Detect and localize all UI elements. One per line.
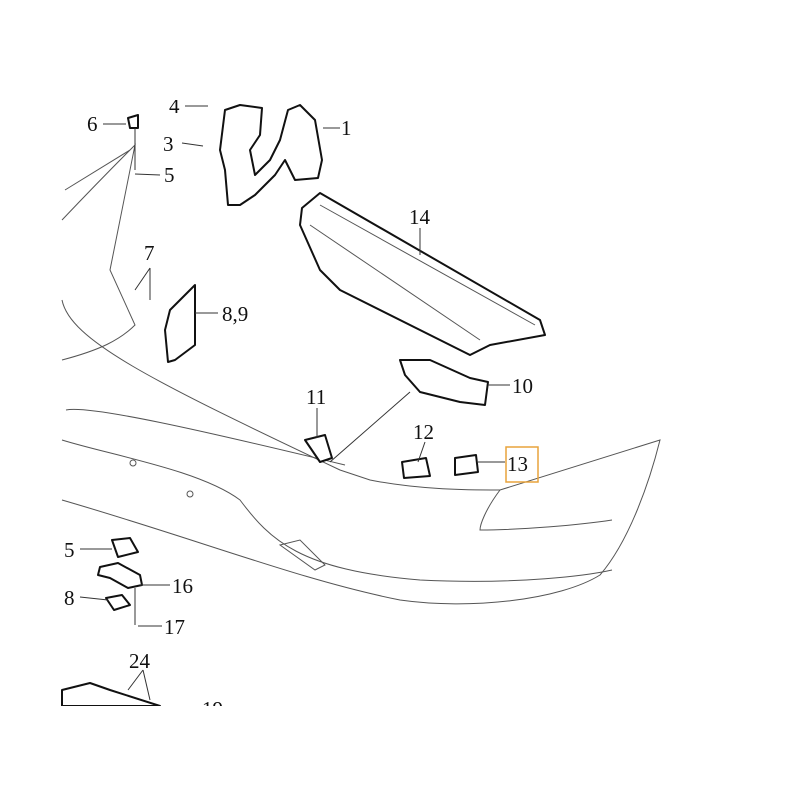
callout-13[interactable]: 13	[507, 452, 528, 476]
callout-4[interactable]: 4	[169, 100, 180, 118]
callout-1[interactable]: 1	[341, 116, 352, 140]
callout-24[interactable]: 24	[129, 649, 151, 673]
callout-10[interactable]: 10	[512, 374, 533, 398]
callout-11[interactable]: 11	[306, 385, 326, 409]
part-13-clip[interactable]	[454, 454, 479, 476]
diagram-svg: 1 3 4 5 6 7 8,9 14 10 11 12 13 5 16 8 17…	[61, 100, 661, 706]
part-24-panel[interactable]	[61, 682, 161, 706]
rear-bumper-exploded-diagram: 1 3 4 5 6 7 8,9 14 10 11 12 13 5 16 8 17…	[60, 100, 680, 706]
part-8-9-guide[interactable]	[164, 284, 196, 363]
callout-17[interactable]: 17	[164, 615, 185, 639]
part-12-clip[interactable]	[401, 457, 431, 479]
callout-6[interactable]: 6	[87, 112, 98, 136]
part-11-clip[interactable]	[304, 434, 333, 463]
callout-14[interactable]: 14	[409, 205, 431, 229]
highlight-box-13	[505, 446, 539, 483]
part-5-lower-clip[interactable]	[111, 537, 139, 558]
callout-19[interactable]: 19	[202, 697, 223, 706]
callout-5-lower[interactable]: 5	[64, 538, 75, 562]
callout-7[interactable]: 7	[144, 241, 155, 265]
part-10-bracket[interactable]	[399, 359, 489, 406]
bumper-cover[interactable]	[61, 143, 661, 605]
part-8-lower-clip[interactable]	[105, 594, 131, 611]
callout-3[interactable]: 3	[163, 132, 174, 156]
part-6-clip[interactable]	[127, 114, 139, 129]
callout-8[interactable]: 8	[64, 586, 75, 610]
callout-16[interactable]: 16	[172, 574, 193, 598]
part-impact-beam[interactable]	[299, 192, 546, 356]
part-bracket-left[interactable]	[219, 104, 323, 206]
callout-12[interactable]: 12	[413, 420, 434, 444]
leader-lines	[79, 105, 510, 701]
part-16-bracket[interactable]	[97, 562, 143, 589]
callout-5[interactable]: 5	[164, 163, 175, 187]
callout-8-9[interactable]: 8,9	[222, 302, 248, 326]
